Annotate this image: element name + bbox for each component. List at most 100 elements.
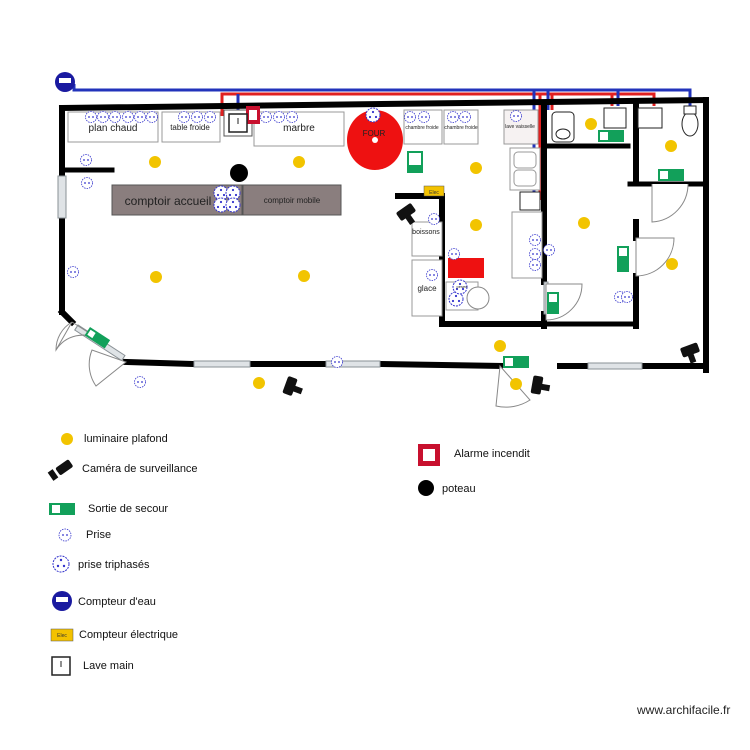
compteur-eau-icon <box>55 72 75 92</box>
legend-triphase-icon <box>52 555 70 573</box>
prise-icon <box>81 177 93 189</box>
label-boissons: boissons <box>412 229 440 236</box>
sanitary-fixtures <box>519 105 699 211</box>
prise-icon <box>178 111 190 123</box>
legend-alarme-icon <box>418 444 440 466</box>
label-lave-vaisselle: lave vaisselle <box>505 124 535 130</box>
prise-icon <box>543 244 555 256</box>
label-pesee: pesee <box>457 284 469 289</box>
luminaire-icon <box>494 340 506 352</box>
legend-camera-icon <box>47 459 73 481</box>
prise-icon <box>447 111 459 123</box>
prise-triphase-icon <box>213 197 229 213</box>
prise-icon <box>146 111 158 123</box>
four-oven <box>347 110 403 170</box>
sortie-secours-icon <box>407 151 423 173</box>
label-chambre-froide-1: chambre froide <box>405 125 439 131</box>
luminaire-icon <box>578 217 590 229</box>
prise-icon <box>67 266 79 278</box>
camera-icon <box>530 375 551 395</box>
prise-icon <box>260 111 272 123</box>
prise-icon <box>109 111 121 123</box>
luminaires <box>149 118 678 390</box>
legend-poteau-label: poteau <box>442 483 476 495</box>
prise-icon <box>621 291 633 303</box>
cameras-surveillance <box>282 203 700 396</box>
prise-icon <box>529 234 541 246</box>
label-four: FOUR <box>363 129 386 138</box>
legend-luminaire-icon <box>61 433 73 445</box>
prise-icon <box>85 111 97 123</box>
luminaire-icon <box>665 140 677 152</box>
prise-icon <box>331 356 343 368</box>
legend-lave-main-icon <box>51 656 71 676</box>
luminaire-icon <box>510 378 522 390</box>
sortie-secours-icon <box>617 246 629 272</box>
prise-icon <box>134 111 146 123</box>
room-labels: plan chaud table froide marbre FOUR cham… <box>89 123 536 293</box>
sortie-secours-icon <box>503 356 529 368</box>
camera-icon <box>282 376 303 396</box>
legend-lave-main-label: Lave main <box>83 660 134 672</box>
luminaire-icon <box>150 271 162 283</box>
legend-alarme-label: Alarme incendit <box>454 448 530 460</box>
prises <box>67 110 633 388</box>
luminaire-icon <box>298 270 310 282</box>
prise-icon <box>204 111 216 123</box>
prise-triphase-icon <box>448 291 464 307</box>
alarme-incendie-icon <box>246 106 260 124</box>
prise-icon <box>418 111 430 123</box>
luminaire-icon <box>149 156 161 168</box>
label-plan-chaud: plan chaud <box>89 123 138 134</box>
luminaire-icon <box>470 162 482 174</box>
label-marbre: marbre <box>283 123 315 134</box>
luminaire-icon <box>666 258 678 270</box>
prise-icon <box>426 269 438 281</box>
prise-icon <box>459 111 471 123</box>
prise-icon <box>448 248 460 260</box>
prise-icon <box>80 154 92 166</box>
prise-icon <box>191 111 203 123</box>
legend-prise-label: Prise <box>86 529 112 541</box>
prise-triphase-icon <box>225 185 241 201</box>
doors <box>55 183 689 408</box>
label-comptoir-accueil: comptoir accueil <box>125 194 212 208</box>
credit-link[interactable]: www.archifacile.fr <box>637 703 731 717</box>
prise-icon <box>122 111 134 123</box>
label-glace: glace <box>417 284 437 293</box>
prises-triphase <box>213 107 468 307</box>
legend-poteau-icon <box>418 480 434 496</box>
prise-triphase-icon <box>225 197 241 213</box>
legend-compteur-elec-label: Compteur électrique <box>79 629 179 641</box>
legend-sortie-icon <box>49 503 75 515</box>
legend-compteur-elec-icon: Elec <box>50 628 74 642</box>
legend-triphase-label: prise triphasés <box>78 559 150 571</box>
prise-icon <box>97 111 109 123</box>
legend-compteur-eau-label: Compteur d'eau <box>78 596 156 608</box>
prise-triphase-icon <box>365 107 381 123</box>
furniture <box>67 109 543 317</box>
prise-icon <box>286 111 298 123</box>
legend-luminaire-label: luminaire plafond <box>84 433 168 445</box>
legend-sortie-label: Sortie de secour <box>88 503 169 515</box>
prise-icon <box>428 213 440 225</box>
prise-icon <box>273 111 285 123</box>
luminaire-icon <box>293 156 305 168</box>
luminaire-icon <box>253 377 265 389</box>
legend-icons: Elec <box>47 433 440 676</box>
label-comptoir-mobile: comptoir mobile <box>264 196 321 205</box>
prise-triphase-icon <box>452 279 468 295</box>
lave-main-icon <box>228 113 248 133</box>
label-table-froide: table froide <box>170 123 210 132</box>
poteau-pillar <box>230 164 248 182</box>
legend-prise-icon <box>58 528 72 542</box>
legend-compteur-eau-icon <box>52 591 72 611</box>
sortie-secours-icon <box>547 292 559 314</box>
sortie-secours-icon <box>84 327 111 349</box>
label-chambre-froide-2: chambre froide <box>444 125 478 131</box>
compteur-label: Elec <box>429 190 439 196</box>
prise-icon <box>529 259 541 271</box>
legend-camera-label: Caméra de surveillance <box>82 463 198 475</box>
prise-icon <box>510 110 522 122</box>
